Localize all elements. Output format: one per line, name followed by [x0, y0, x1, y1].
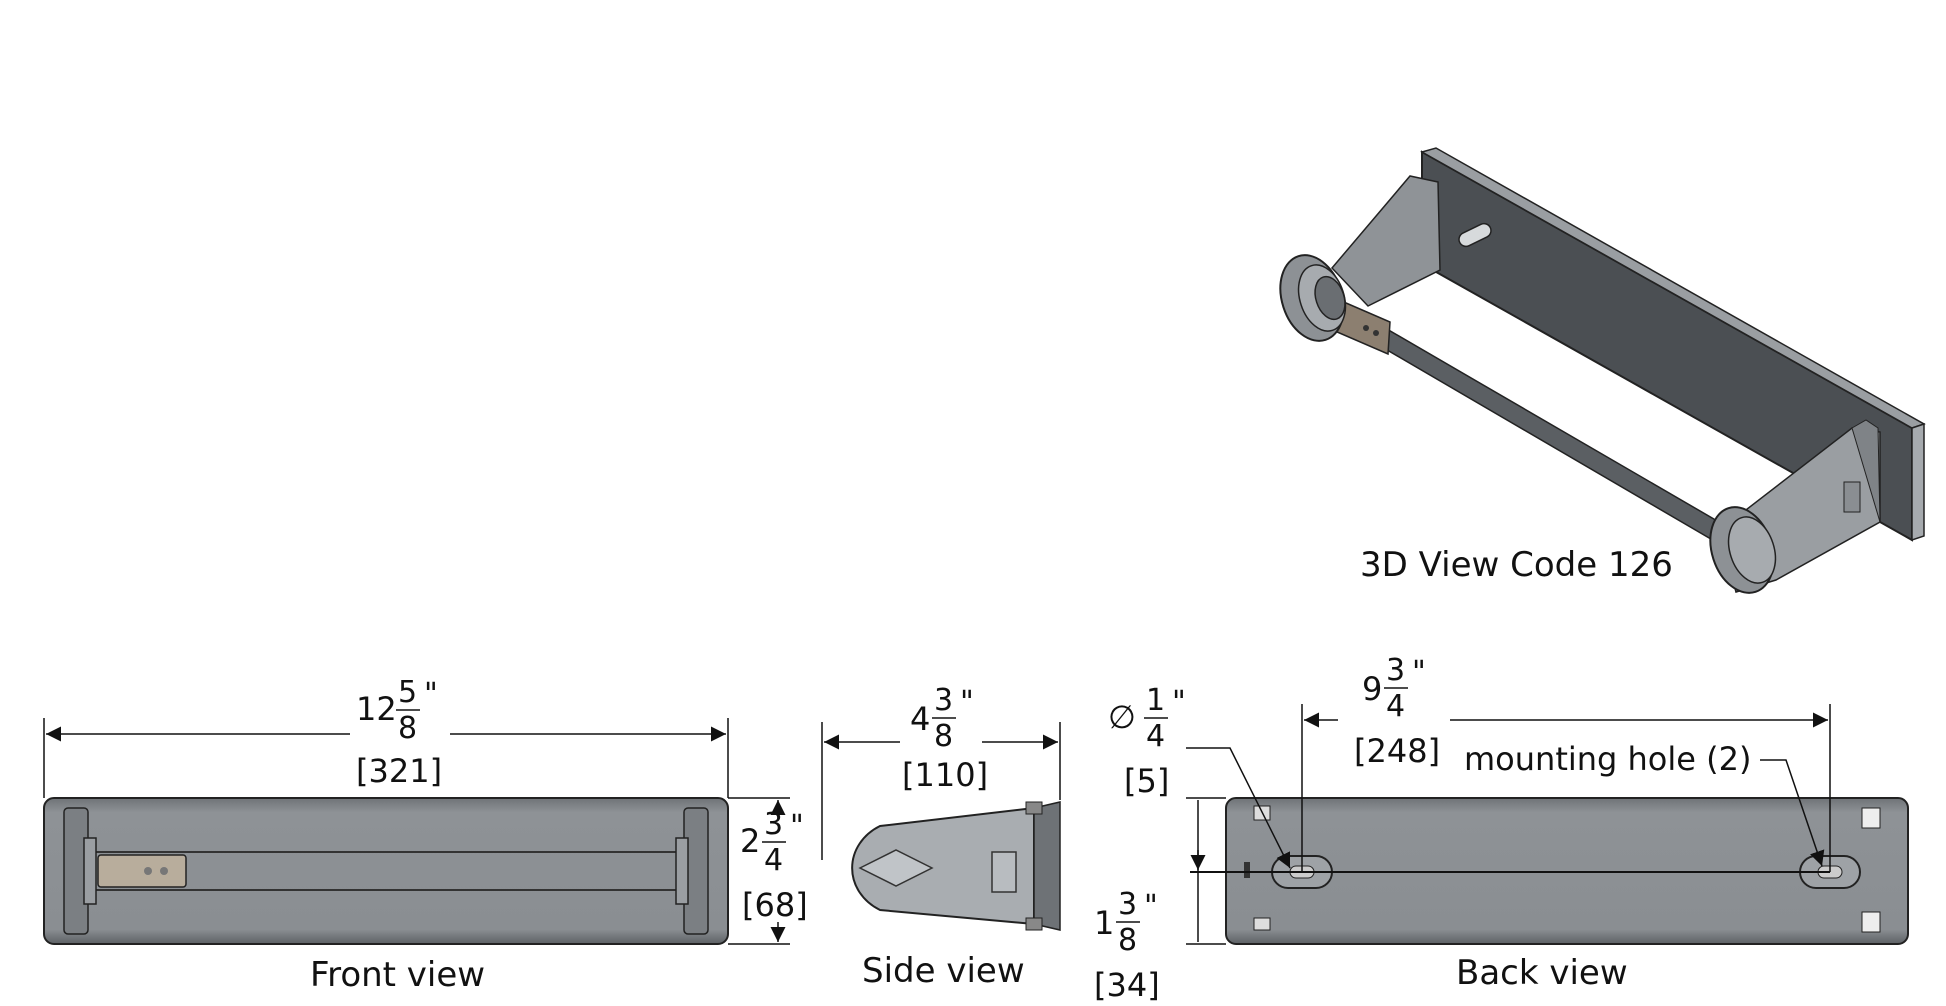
front-view-drawing: [43, 797, 729, 945]
width-whole: 12: [356, 690, 397, 728]
hole-height-mm: [34]: [1094, 966, 1160, 1004]
diameter-mm: [5]: [1124, 762, 1169, 800]
side-view-drawing: [851, 801, 1061, 931]
depth-num: 3: [934, 683, 953, 718]
diameter-symbol: ∅: [1108, 698, 1136, 736]
spacing-unit: ": [1412, 655, 1426, 690]
depth-whole: 4: [910, 700, 930, 738]
depth-mm: [110]: [902, 756, 988, 794]
width-den: 8: [398, 711, 417, 746]
height-den: 4: [764, 843, 783, 878]
hole-height-unit: ": [1144, 889, 1158, 924]
height-num: 3: [764, 807, 783, 842]
iso-view-drawing: [1279, 147, 1926, 594]
spacing-whole: 9: [1362, 670, 1382, 708]
diameter-num: 1: [1146, 683, 1165, 718]
width-mm: [321]: [356, 752, 442, 790]
width-num: 5: [398, 675, 417, 710]
back-view-label: Back view: [1456, 953, 1628, 993]
iso-view-label: 3D View Code 126: [1360, 545, 1673, 585]
hole-height-den: 8: [1118, 923, 1137, 958]
side-view-label: Side view: [862, 951, 1025, 991]
mounting-hole-callout: mounting hole (2): [1464, 740, 1751, 778]
diameter-leader: [1186, 747, 1291, 869]
diameter-den: 4: [1146, 719, 1165, 754]
height-unit: ": [790, 809, 804, 844]
hole-height-num: 3: [1118, 887, 1137, 922]
front-view-label: Front view: [310, 955, 485, 995]
diameter-unit: ": [1172, 685, 1186, 720]
back-view-drawing: [1190, 797, 1909, 945]
spacing-den: 4: [1386, 689, 1405, 724]
depth-unit: ": [960, 685, 974, 720]
spacing-num: 3: [1386, 653, 1405, 688]
hole-height-whole: 1: [1094, 904, 1114, 942]
height-whole: 2: [740, 822, 760, 860]
height-mm: [68]: [742, 886, 808, 924]
spacing-mm: [248]: [1354, 732, 1440, 770]
width-unit: ": [424, 677, 438, 712]
mounting-hole-leader: [1760, 759, 1825, 867]
depth-den: 8: [934, 719, 953, 754]
